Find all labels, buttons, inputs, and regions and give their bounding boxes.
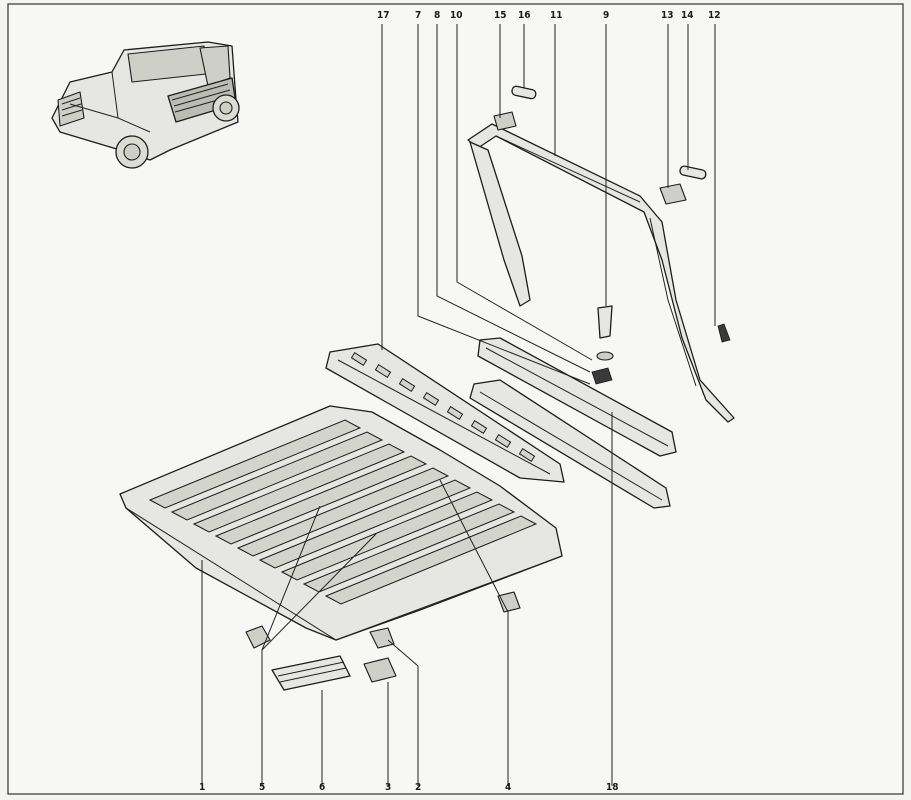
clip-12 <box>717 323 731 343</box>
callout-7: 7 <box>415 10 421 21</box>
callout-1: 1 <box>199 782 205 793</box>
nut <box>591 367 613 385</box>
car-illustration <box>51 41 240 169</box>
callout-4: 4 <box>505 782 511 793</box>
washer <box>596 351 614 361</box>
callout-13: 13 <box>661 10 674 21</box>
door-sill-part <box>477 337 677 457</box>
lower-sill-part <box>469 379 671 509</box>
floor-panel-part <box>119 405 563 641</box>
plug-4 <box>497 591 521 613</box>
bolt-9 <box>597 305 613 339</box>
callout-12: 12 <box>708 10 721 21</box>
callout-14: 14 <box>681 10 694 21</box>
callout-9: 9 <box>603 10 609 21</box>
bump-stop-14 <box>679 165 707 180</box>
door-frame-part <box>467 123 735 423</box>
callout-10: 10 <box>450 10 463 21</box>
bracket-13 <box>659 183 687 205</box>
callout-5: 5 <box>259 782 265 793</box>
leader-lines <box>201 24 716 786</box>
bracket-2 <box>369 627 395 649</box>
callout-18: 18 <box>606 782 619 793</box>
floor-small-parts <box>245 591 521 691</box>
rear-crossmember-part <box>325 343 565 483</box>
callout-17: 17 <box>377 10 390 21</box>
callout-11: 11 <box>550 10 563 21</box>
callout-3: 3 <box>385 782 391 793</box>
callout-16: 16 <box>518 10 531 21</box>
callout-2: 2 <box>415 782 421 793</box>
plug-5 <box>245 625 271 649</box>
bump-stop-16 <box>511 85 537 100</box>
callout-15: 15 <box>494 10 507 21</box>
callout-6: 6 <box>319 782 325 793</box>
callout-labels: 17 7 8 10 15 16 11 9 13 14 12 1 5 6 3 2 … <box>199 10 721 793</box>
callout-8: 8 <box>434 10 440 21</box>
bracket-3 <box>363 657 397 683</box>
